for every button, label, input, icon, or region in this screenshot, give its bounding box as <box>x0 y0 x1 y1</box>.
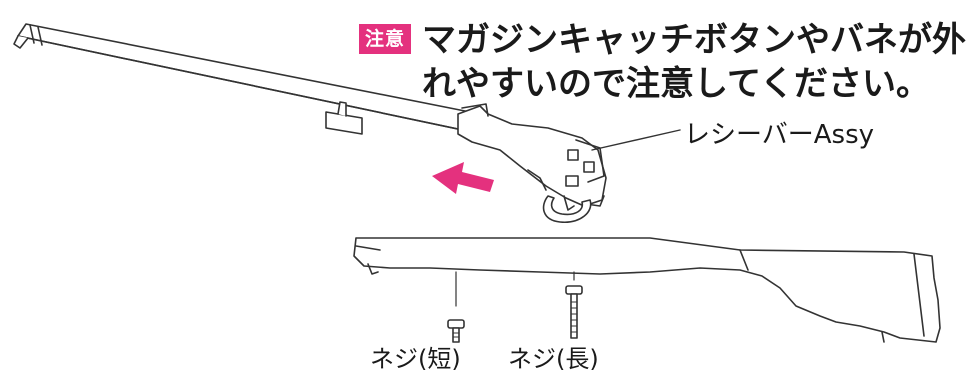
screw-guides <box>455 271 575 307</box>
caution-text-line1: マガジンキャッチボタンやバネが外 <box>422 20 966 60</box>
screw-long-label: ネジ(長) <box>508 345 599 373</box>
caution-text-line2: れやすいので注意してください。 <box>422 64 930 104</box>
screw-long <box>565 285 583 339</box>
receiver-leader-line <box>591 129 681 151</box>
screw-short-label: ネジ(短) <box>370 345 461 373</box>
screw-short <box>447 319 465 343</box>
receiver-assy <box>457 103 607 207</box>
trigger-guard <box>542 195 592 223</box>
caution-badge: 注意 <box>359 24 411 54</box>
stock <box>353 237 941 343</box>
direction-arrow <box>432 162 494 194</box>
barrel-band <box>325 101 363 135</box>
receiver-assy-label: レシーバーAssy <box>684 120 875 150</box>
